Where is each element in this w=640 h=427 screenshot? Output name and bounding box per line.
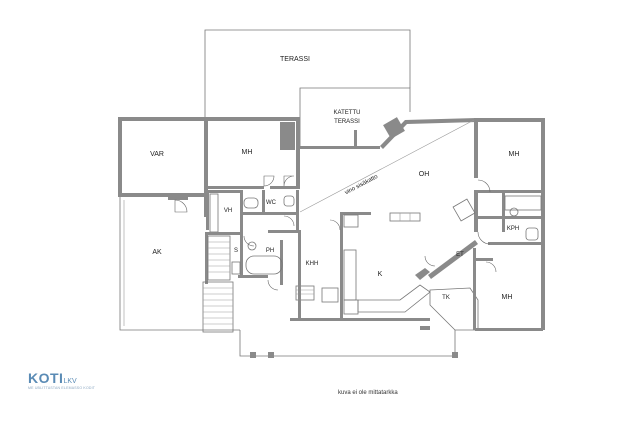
logo-suffix: LKV	[63, 378, 77, 385]
label-kph: KPH	[507, 226, 519, 232]
label-var: VAR	[150, 151, 164, 158]
slope-line	[299, 119, 475, 213]
terrace-outline	[204, 29, 411, 120]
label-terassi: TERASSI	[280, 56, 310, 63]
label-et: ET	[456, 252, 464, 258]
label-katettu-1: KATETTU	[334, 110, 361, 116]
stairs	[202, 235, 315, 333]
left-wing-walls	[118, 117, 240, 331]
bottom-walls	[239, 318, 543, 358]
logo-main-text: KOTI	[28, 370, 64, 386]
company-logo: KOTILKV ME UBLITTASTAN ELEMASSO KODIT	[28, 370, 108, 400]
label-oh: OH	[419, 171, 430, 178]
label-ak: AK	[152, 249, 162, 256]
label-wc: WC	[266, 200, 277, 206]
main-walls	[300, 117, 545, 330]
label-mh-left: MH	[242, 149, 253, 156]
label-mh-right-bottom: MH	[502, 294, 513, 301]
bathroom-fixtures	[231, 195, 295, 275]
label-katettu-2: TERASSI	[334, 119, 360, 125]
scale-note: kuva ei ole mittatarkka	[338, 390, 398, 396]
logo-tagline: ME UBLITTASTAN ELEMASSO KODIT	[28, 386, 96, 390]
label-tk: TK	[442, 295, 450, 301]
label-khh: KHH	[306, 261, 319, 267]
label-mh-right-top: MH	[509, 151, 520, 158]
doors	[174, 175, 497, 291]
label-s: S	[234, 248, 238, 254]
label-slope: vino sisäkatto	[344, 174, 379, 197]
label-vh: VH	[224, 208, 232, 214]
wet-rooms-walls	[205, 190, 299, 285]
label-ph: PH	[266, 248, 274, 254]
mh-left-walls	[204, 117, 300, 189]
label-k: K	[378, 271, 383, 278]
